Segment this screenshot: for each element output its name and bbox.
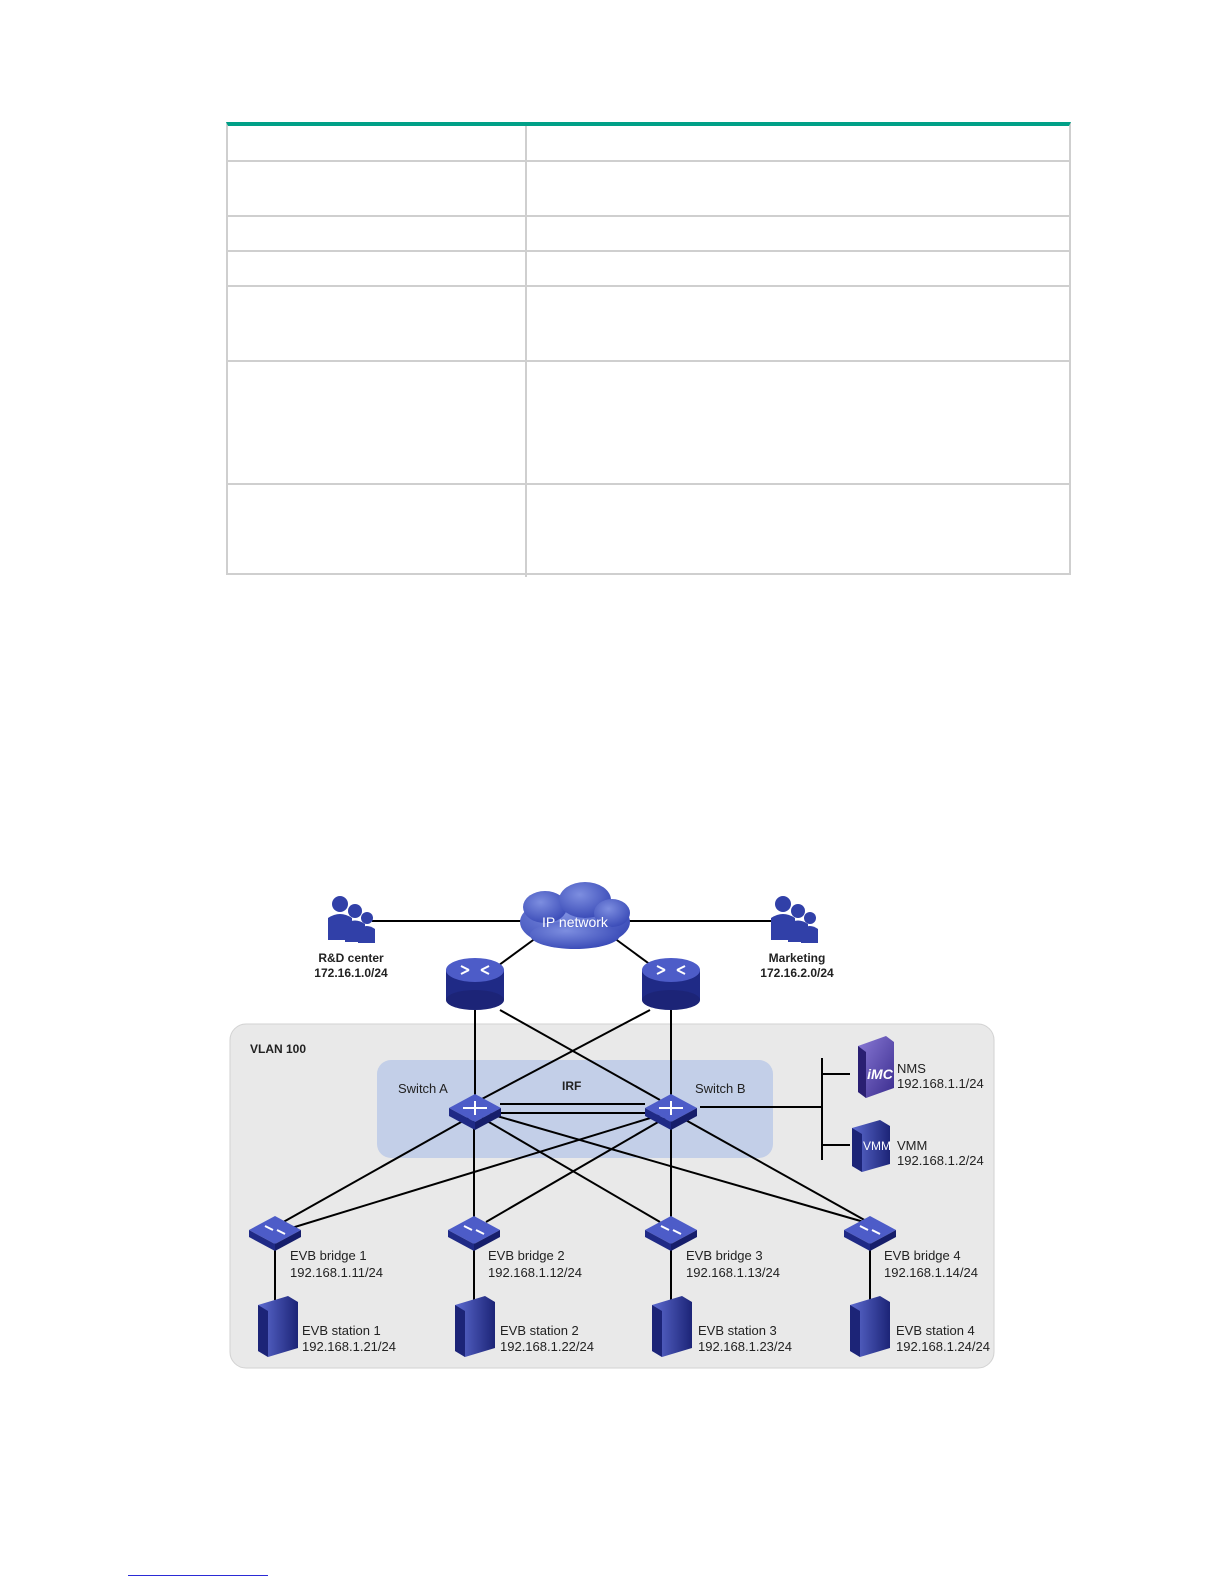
- vlan-label: VLAN 100: [250, 1042, 306, 1056]
- table-cell: [228, 362, 527, 483]
- evb-bridge-4-ip: 192.168.1.14/24: [884, 1265, 978, 1280]
- nms-server-icon: [858, 1036, 894, 1098]
- nms-icon-text: iMC: [867, 1066, 894, 1082]
- evb-bridge-2-ip: 192.168.1.12/24: [488, 1265, 582, 1280]
- evb-station-2-icon: [455, 1296, 495, 1357]
- evb-bridge-3-icon: [645, 1216, 697, 1251]
- cloud-label: IP network: [542, 914, 609, 930]
- evb-station-4-ip: 192.168.1.24/24: [896, 1339, 990, 1354]
- evb-bridge-4-icon: [844, 1216, 896, 1251]
- evb-station-1-name: EVB station 1: [302, 1323, 381, 1338]
- marketing-name: Marketing: [769, 951, 826, 965]
- table-row: [228, 126, 1069, 162]
- table-cell: [228, 126, 527, 160]
- table-row: [228, 485, 1069, 577]
- table-cell: [228, 287, 527, 360]
- vmm-name: VMM: [897, 1138, 927, 1153]
- router-icon: [642, 958, 700, 1010]
- rd-center-name: R&D center: [318, 951, 384, 965]
- evb-bridge-2-name: EVB bridge 2: [488, 1248, 565, 1263]
- evb-bridge-1-ip: 192.168.1.11/24: [290, 1265, 383, 1280]
- switch-a-icon: [449, 1094, 501, 1130]
- evb-bridge-1-name: EVB bridge 1: [290, 1248, 367, 1263]
- evb-station-2-name: EVB station 2: [500, 1323, 579, 1338]
- table-cell: [228, 252, 527, 285]
- irf-area: [377, 1060, 773, 1158]
- table-row: [228, 252, 1069, 287]
- table-cell: [228, 162, 527, 215]
- table-row: [228, 162, 1069, 217]
- evb-bridge-2-icon: [448, 1216, 500, 1251]
- links: [274, 920, 871, 1300]
- nms-ip: 192.168.1.1/24: [897, 1076, 984, 1091]
- evb-bridge-4-name: EVB bridge 4: [884, 1248, 961, 1263]
- switch-b-icon: [645, 1094, 697, 1130]
- vmm-icon-text: VMM: [863, 1139, 891, 1153]
- data-table: [226, 122, 1071, 577]
- footnote-rule: [128, 1575, 268, 1576]
- evb-station-3-icon: [652, 1296, 692, 1357]
- vmm-ip: 192.168.1.2/24: [897, 1153, 984, 1168]
- user-group-icon: [771, 896, 818, 943]
- marketing-subnet: 172.16.2.0/24: [760, 966, 834, 980]
- switch-b-label: Switch B: [695, 1081, 746, 1096]
- evb-station-1-ip: 192.168.1.21/24: [302, 1339, 396, 1354]
- evb-bridge-3-ip: 192.168.1.13/24: [686, 1265, 780, 1280]
- table-cell: [228, 217, 527, 250]
- nms-name: NMS: [897, 1061, 926, 1076]
- evb-bridge-3-name: EVB bridge 3: [686, 1248, 763, 1263]
- table-row: [228, 217, 1069, 252]
- vmm-server-icon: [852, 1120, 890, 1172]
- router-icon: [446, 958, 504, 1010]
- user-group-icon: [328, 896, 375, 943]
- evb-station-4-name: EVB station 4: [896, 1323, 975, 1338]
- table-row: [228, 362, 1069, 485]
- evb-station-3-ip: 192.168.1.23/24: [698, 1339, 792, 1354]
- table-cell: [228, 485, 527, 577]
- cloud-icon: [520, 882, 630, 949]
- evb-station-4-icon: [850, 1296, 890, 1357]
- evb-station-2-ip: 192.168.1.22/24: [500, 1339, 594, 1354]
- evb-bridge-1-icon: [249, 1216, 301, 1251]
- evb-station-1-icon: [258, 1296, 298, 1357]
- switch-a-label: Switch A: [398, 1081, 448, 1096]
- table-row: [228, 287, 1069, 362]
- irf-label: IRF: [562, 1079, 581, 1093]
- rd-center-subnet: 172.16.1.0/24: [314, 966, 388, 980]
- evb-station-3-name: EVB station 3: [698, 1323, 777, 1338]
